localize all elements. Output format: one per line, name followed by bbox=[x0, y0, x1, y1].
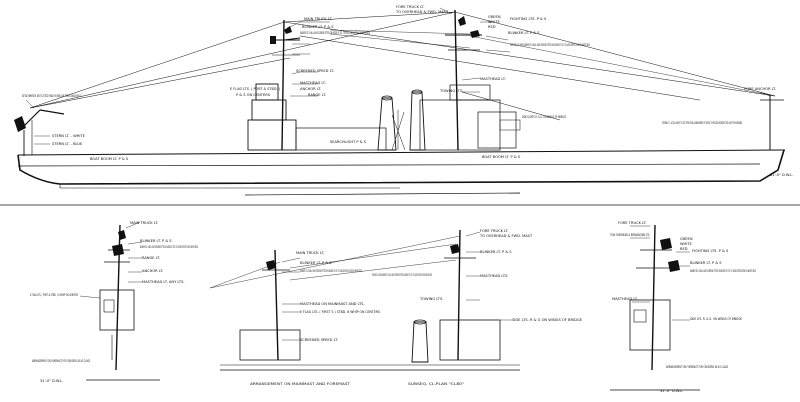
dr-blinker-label: BLINKER LT. P & S bbox=[690, 261, 722, 265]
stern-blue-label: STERN LT. - BLUE bbox=[52, 142, 83, 146]
dm-fighting-label: FIGHTING LTS. AND BLINKER LTS. SHALL HAV… bbox=[372, 273, 432, 277]
dr-fore-truck-label: FORE TRUCK LT. bbox=[618, 221, 647, 225]
dl-caption: ARRANGEMENT ON FOREMAST FOR CRUISERS 40-… bbox=[32, 359, 90, 363]
searchlight-label: SEARCHLIGHT P & S bbox=[330, 140, 367, 144]
dr-masthead-label: MASTHEAD LT. bbox=[612, 297, 638, 301]
dl-masthead-label: MASTHEAD LT. ANY LTS. bbox=[142, 280, 185, 284]
dr-side-label: SIDE LTS. R. & G. ON WINGS OF BRIDGE bbox=[690, 317, 743, 321]
fore-truck-sub-label: TO OVERHEAD & FWD. MAST bbox=[395, 10, 449, 14]
detail-middle: MAIN TRUCK LT. BLINKER LT. P & S BLINKER… bbox=[209, 229, 583, 386]
dm-fore-truck-label: FORE TRUCK LT. bbox=[480, 229, 509, 233]
foremast bbox=[445, 9, 482, 151]
main-profile: FORE TRUCK LT. TO OVERHEAD & FWD. MAST M… bbox=[14, 5, 793, 196]
leader-lines bbox=[25, 7, 771, 145]
eflag-label: E FLAG LTS. ( PORT & STBD. ) bbox=[230, 87, 281, 91]
stern-white-label: STERN LT. - WHITE bbox=[52, 134, 86, 138]
range-lt-label: RANGE LT. bbox=[308, 93, 326, 97]
screened-speed-label: SCREENED SPEED LT. bbox=[296, 69, 334, 73]
main-truck-label: MAIN TRUCK LT. bbox=[304, 17, 332, 21]
dl-anchor-label: ANCHOR LT. bbox=[142, 269, 163, 273]
dr-green-label: GREEN bbox=[680, 237, 693, 241]
dm-blinker-label: BLINKER LT. P & S bbox=[300, 261, 332, 265]
red-label-1: RED bbox=[488, 25, 496, 29]
fighting-note-label: FIGHTING LTS. WITH BLINKER LTS. SHALL HA… bbox=[510, 43, 590, 47]
dr-tow-overhead-label: TOW OVERHEAD & BREAKDOWN LTS. bbox=[609, 233, 650, 237]
fore-truck-label: FORE TRUCK LT. bbox=[396, 5, 425, 9]
side-lights-label: SIDE LIGHTS R. & G. ON WINGS OF BRIDGE bbox=[522, 115, 566, 119]
dm-masthead-mainmast-label: MASTHEAD ON MAINMAST AND LTS. bbox=[300, 302, 365, 306]
steering-note-label: STEERING LT. - ACTUAL HEIGHT TO SUIT STR… bbox=[662, 121, 742, 125]
dm-fore-truck-sub-label: TO OVERHEAD & FWD. MAST bbox=[479, 234, 533, 238]
dm-main-truck-label: MAIN TRUCK LT. bbox=[296, 251, 324, 255]
dm-screened-speed-label: SCREENED SPEED LT. bbox=[300, 338, 338, 342]
light-arcs bbox=[29, 11, 776, 121]
dm-eflag-label: E FLAG LTS. ( FIRST S ) STBD. 6 WHIP ON … bbox=[300, 310, 381, 314]
masthead-label: MASTHEAD LT. bbox=[480, 77, 506, 81]
dl-eflag-label: E FLAG LTS. ( PORT & STBD. ) 6 WHIP ON C… bbox=[30, 293, 78, 297]
dl-blinker-top-label: BLINKER LT. P & S bbox=[140, 239, 172, 243]
superstructure bbox=[247, 83, 521, 151]
dm-masthead-2-label: MASTHEAD LTS. bbox=[480, 274, 509, 278]
blinker-note-label: BLINKER LTS. SHALL HAVE SCREENS FITTED O… bbox=[300, 31, 370, 35]
dr-red-label: RED bbox=[680, 247, 688, 251]
dl-main-truck-label: MAIN TRUCK LT. bbox=[130, 221, 158, 225]
stern-crane bbox=[14, 109, 65, 156]
towing-label: TOWING LTS. bbox=[439, 89, 463, 93]
bow-staff bbox=[760, 95, 784, 150]
main-labels: FORE TRUCK LT. TO OVERHEAD & FWD. MAST M… bbox=[22, 5, 793, 177]
dm-side-lights-label: SIDE LTS. R & G ON WINGS OF BRIDGE bbox=[512, 318, 583, 322]
dr-blinker-note-label: BLINKER LTS. SHALL HAVE SCREENS FITTED O… bbox=[690, 269, 756, 273]
dr-fighting-label: FIGHTING LTS. P & S bbox=[692, 249, 729, 253]
detail-right: FORE TRUCK LT. TOW OVERHEAD & BREAKDOWN … bbox=[609, 221, 756, 393]
blinker-label-2: BLINKER LT. P & S bbox=[508, 31, 540, 35]
boat-boom-label: BOAT BOOM LT. P & S bbox=[90, 157, 129, 161]
fore-anchor-label: FORE ANCHOR LT. bbox=[744, 87, 776, 91]
green-label-1: GREEN bbox=[488, 15, 501, 19]
funnels bbox=[377, 89, 426, 151]
boat-boom-label-2: BOAT BOOM LT. P & S bbox=[482, 155, 521, 159]
masthead-label-2: MASTHEAD LT. bbox=[300, 81, 326, 85]
fighting-lts-label: FIGHTING LTS. P & S bbox=[510, 17, 547, 21]
detail-left: MAIN TRUCK LT. BLINKER LT. P & S BLINKER… bbox=[30, 221, 198, 383]
dl-blinker-note-label: BLINKER LTS. SHALL HAVE SCREENS FITTED O… bbox=[140, 245, 198, 249]
dr-caption: ARRANGEMENT ON FOREMAST FOR CRUISERS 40-… bbox=[666, 365, 728, 369]
dm-blinker-2-label: BLINKER LT. P & S bbox=[480, 250, 512, 254]
stern-rule-label: ATTACHMENTS NOT LISTED TAKE IN BELOW FOR… bbox=[22, 94, 82, 98]
dl-range-label: RANGE LT. bbox=[142, 256, 160, 260]
blinker-label-1: BLINKER LT. P & S bbox=[302, 25, 334, 29]
dm-caption-right: SUBSEQ. CL.PLAN "CL80" bbox=[408, 382, 464, 386]
white-label-1: WHITE bbox=[488, 20, 501, 24]
eflag-sub-label: P & S ON CENTERS bbox=[236, 93, 271, 97]
main-dwl-label: 31'-0" D.W.L. bbox=[770, 173, 793, 177]
dr-dwl-label: 31'-0" D.W.L. bbox=[660, 389, 683, 393]
dr-white-label: WHITE bbox=[680, 242, 693, 246]
anchor-left-label: ANCHOR LT. bbox=[300, 87, 321, 91]
dm-caption-left: ARRANGEMENT ON MAINMAST AND FOREMAST bbox=[250, 382, 351, 386]
mainmast bbox=[270, 19, 301, 151]
dl-dwl-label: 31'-0" D.W.L. bbox=[40, 379, 63, 383]
dm-towing-label: TOWING LTS. bbox=[419, 297, 443, 301]
hull bbox=[17, 149, 786, 196]
dm-blinker-note-label: BLINKER LTS. SHALL HAVE SCREENS FITTED O… bbox=[300, 269, 362, 273]
